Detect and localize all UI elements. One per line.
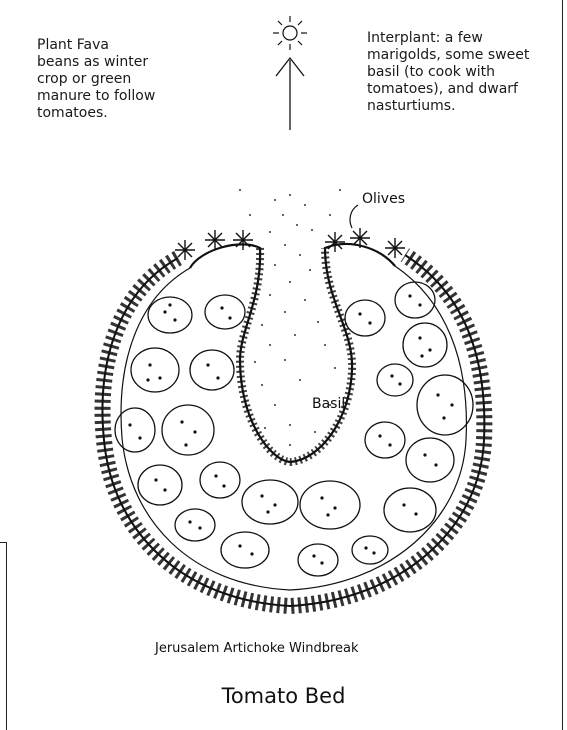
windbreak-ring bbox=[103, 255, 485, 606]
winter-crop-note: Plant Fava beans as winter crop or green… bbox=[37, 37, 187, 122]
sun-icon bbox=[273, 16, 307, 50]
north-arrow-icon bbox=[276, 58, 304, 130]
tomato-plants bbox=[115, 282, 473, 576]
basil-label: Basil bbox=[312, 396, 345, 412]
olives-label: Olives bbox=[362, 191, 405, 207]
bed-boundary bbox=[190, 244, 395, 462]
diagram-title: Tomato Bed bbox=[0, 684, 567, 708]
windbreak-label: Jerusalem Artichoke Windbreak bbox=[155, 641, 359, 656]
interplant-note: Interplant: a few marigolds, some sweet … bbox=[367, 30, 557, 115]
